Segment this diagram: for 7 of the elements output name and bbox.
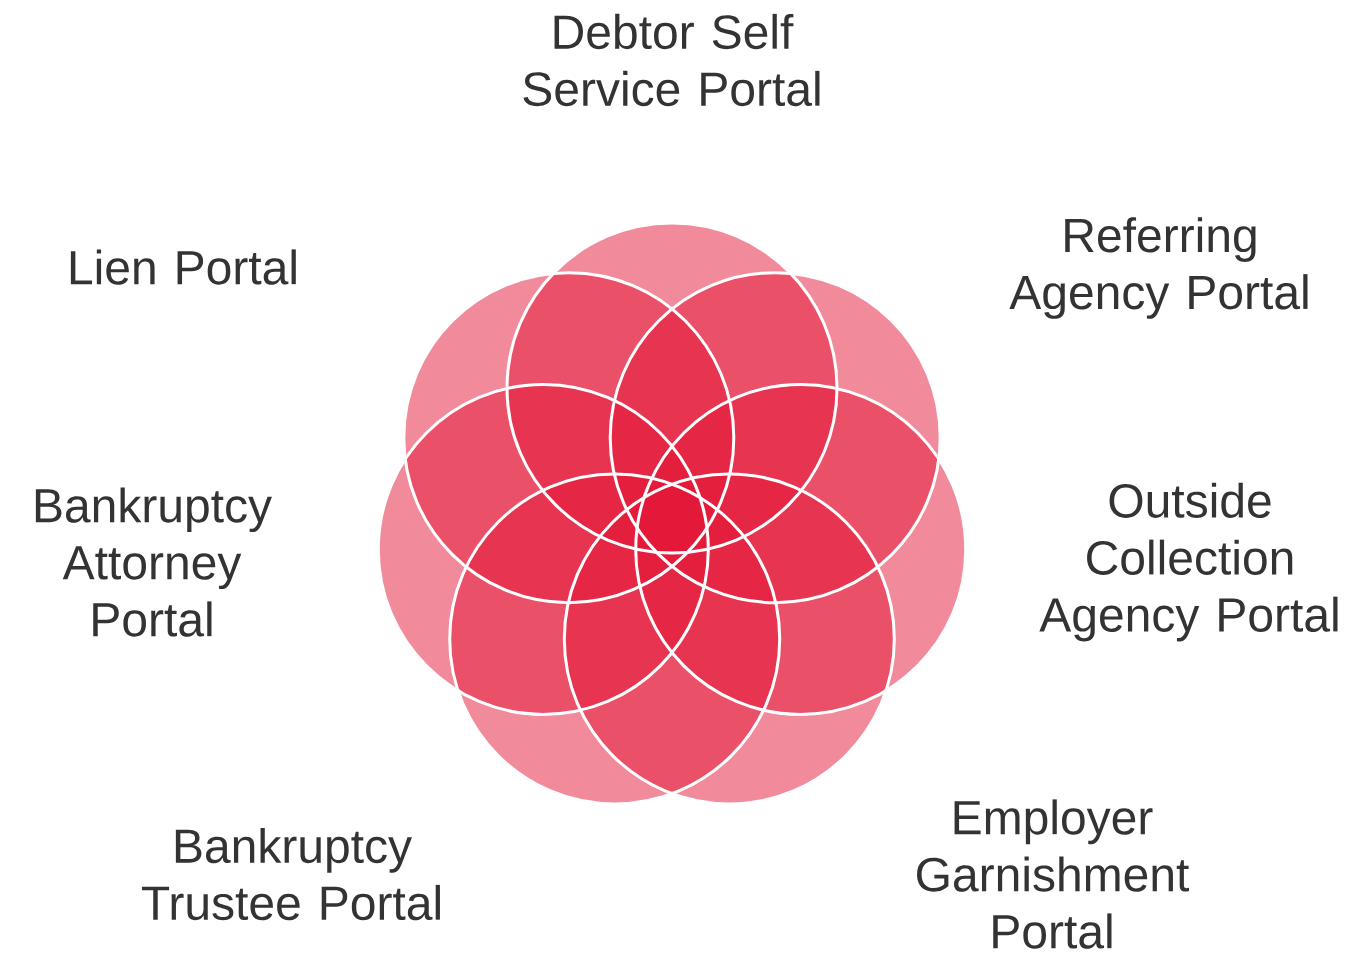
portal-label: Lien Portal bbox=[70, 249, 296, 285]
portal-label: Bankruptcy Trustee Portal bbox=[141, 827, 440, 921]
portal-label: Referring Agency Portal bbox=[1009, 217, 1308, 319]
portal-label: Bankruptcy Attorney Portal bbox=[35, 487, 272, 637]
portal-label: Outside Collection Agency Portal bbox=[1039, 482, 1338, 642]
portal-label: Employer Garnishment Portal bbox=[917, 799, 1189, 949]
portal-label: Debtor Self Service Portal bbox=[523, 13, 820, 107]
